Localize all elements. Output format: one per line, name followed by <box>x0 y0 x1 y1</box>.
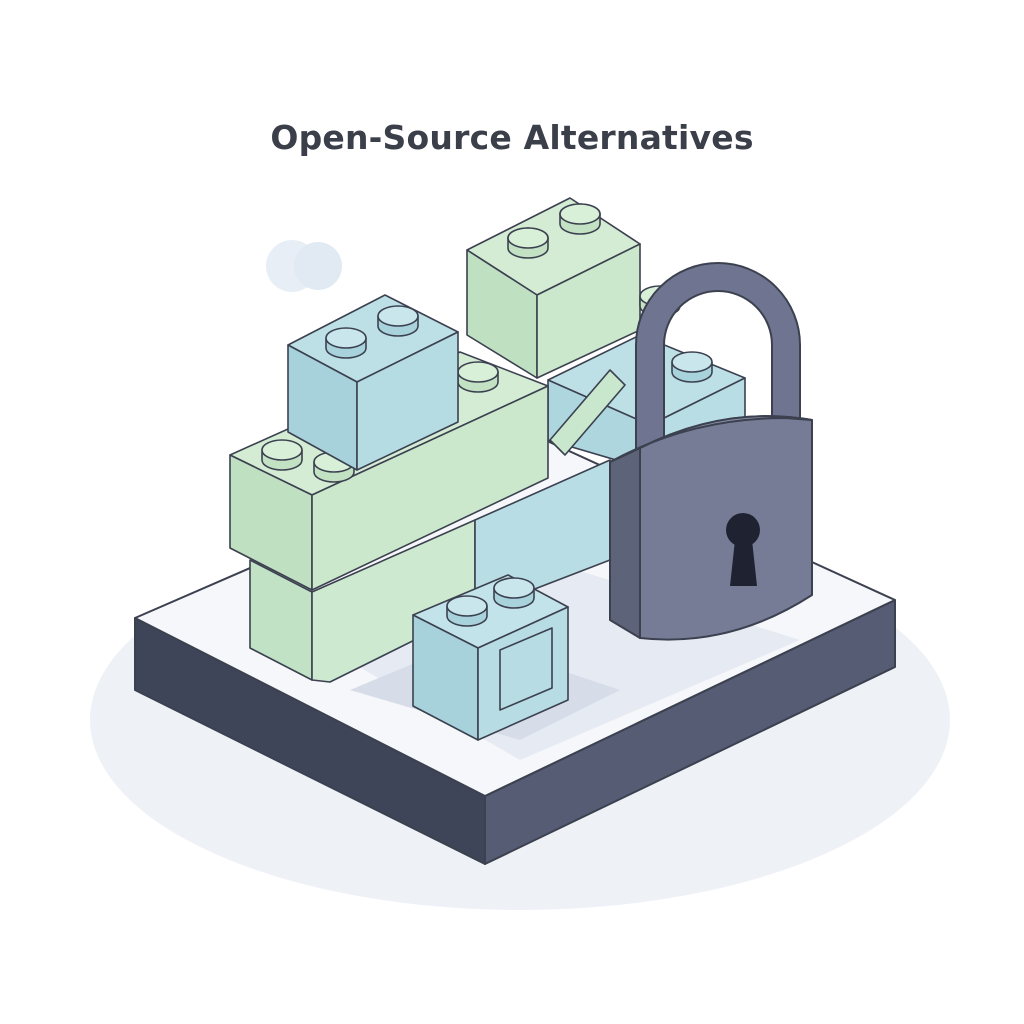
block-lower-left <box>249 519 476 683</box>
block-upper-left <box>287 294 459 471</box>
keyhole-icon <box>726 513 760 547</box>
padlock-icon <box>609 262 813 641</box>
building-blocks-icon <box>229 197 746 741</box>
block-small-front <box>412 574 569 741</box>
block-back-top <box>466 197 641 379</box>
page-title: Open-Source Alternatives <box>270 118 754 157</box>
